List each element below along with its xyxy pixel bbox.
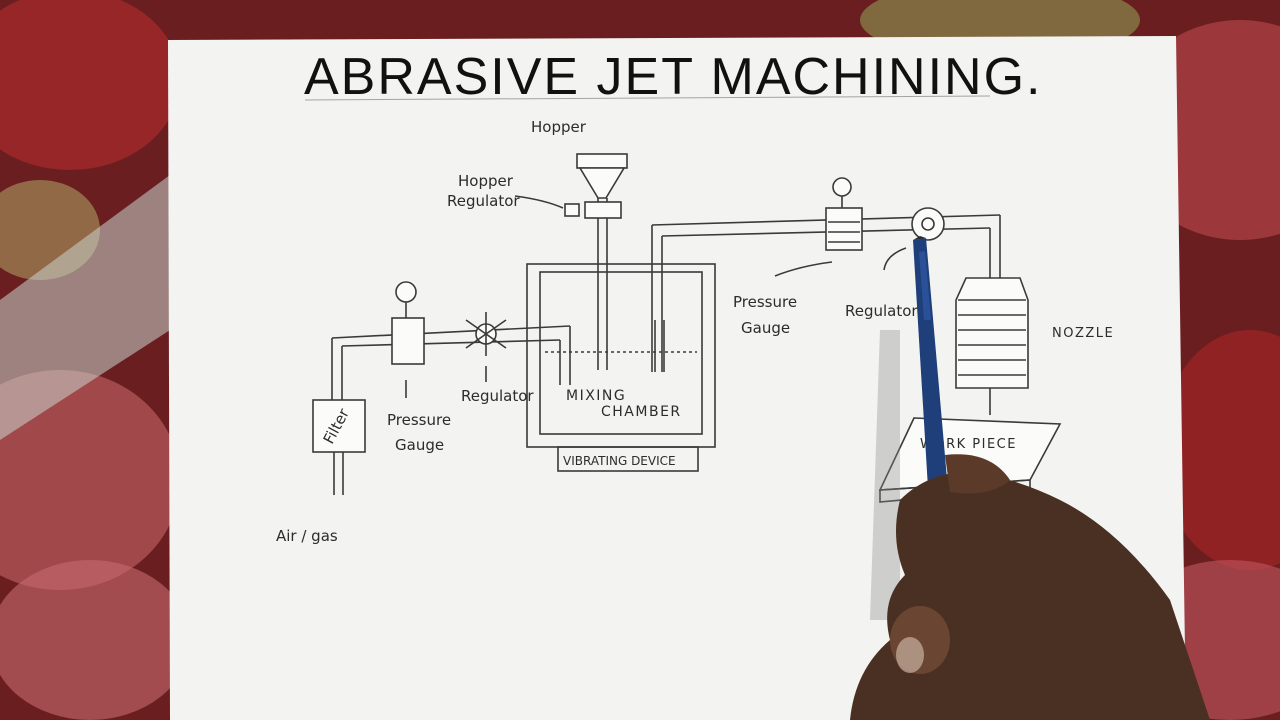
pressure-gauge-right-arrow xyxy=(774,261,833,277)
label-nozzle: NOZZLE xyxy=(1052,326,1114,341)
label-regulator-right: Regulator xyxy=(845,302,918,320)
label-hopper-regulator-1: Hopper xyxy=(458,172,514,190)
inlet-pipeline xyxy=(331,325,571,495)
hopper-regulator-arrow xyxy=(514,195,564,209)
title-underline xyxy=(304,95,991,101)
pressure-gauge-left xyxy=(391,281,425,398)
nozzle xyxy=(955,277,1029,415)
pencil-shadow xyxy=(870,330,900,620)
regulator-left xyxy=(465,312,507,382)
filter xyxy=(312,399,366,453)
label-vibrating-device: VIBRATING DEVICE xyxy=(563,454,676,468)
label-pressure-gauge-left-2: Gauge xyxy=(395,436,444,454)
label-pressure-gauge-right-1: Pressure xyxy=(733,293,797,311)
label-hopper-regulator-2: Regulator xyxy=(447,192,520,210)
diagram-title: ABRASIVE JET MACHINING. xyxy=(304,48,1043,106)
label-hopper: Hopper xyxy=(531,118,587,136)
label-pressure-gauge-left-1: Pressure xyxy=(387,411,451,429)
label-mixing-chamber-2: CHAMBER xyxy=(601,404,682,420)
vibrating-device xyxy=(557,446,699,472)
regulator-right-arrow xyxy=(883,247,907,271)
regulator-right xyxy=(911,207,945,241)
label-pressure-gauge-right-2: Gauge xyxy=(741,319,790,337)
label-mixing-chamber-1: MIXING xyxy=(566,388,626,404)
hopper-regulator xyxy=(564,201,622,219)
hopper xyxy=(576,153,628,370)
pressure-gauge-right xyxy=(825,177,863,251)
hand xyxy=(850,454,1210,720)
ruler xyxy=(0,175,170,440)
label-air-gas: Air / gas xyxy=(276,527,338,545)
label-regulator-left: Regulator xyxy=(461,387,534,405)
